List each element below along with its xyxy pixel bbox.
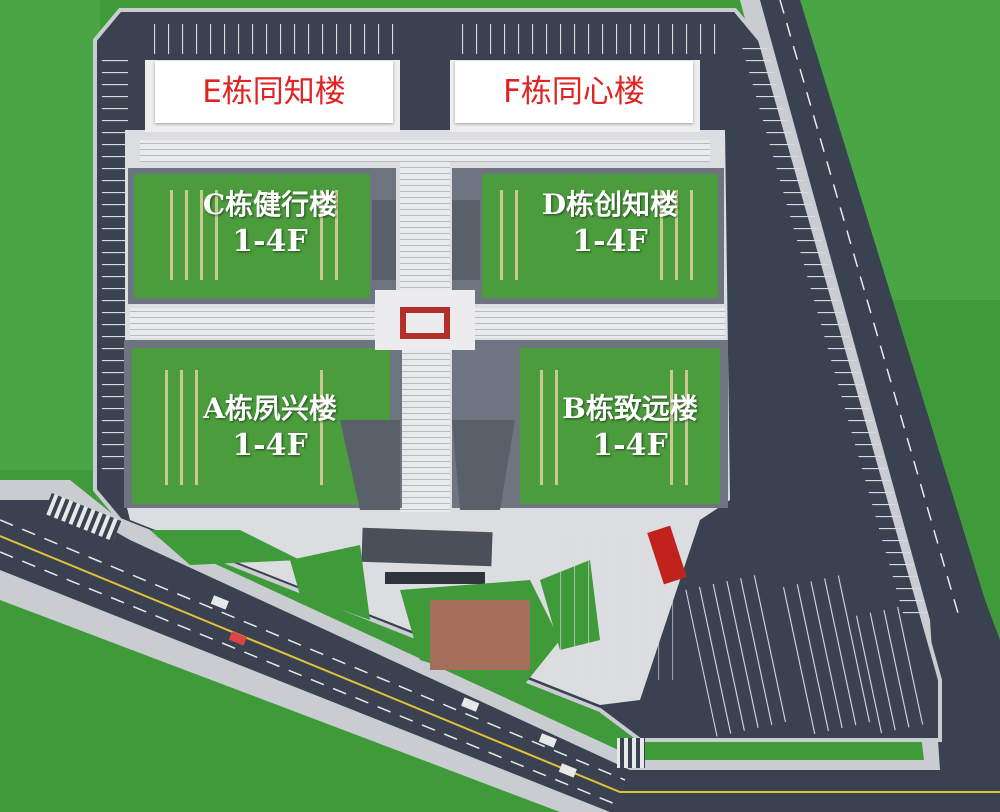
- parking-top-left: [150, 24, 400, 54]
- building-b-floors: 1-4F: [592, 428, 668, 463]
- building-b-name: B栋致远楼: [562, 392, 698, 425]
- building-a-label: A栋夙兴楼 1-4F: [170, 392, 370, 464]
- building-d-floors: 1-4F: [572, 224, 648, 259]
- banner-e: E栋同知楼: [155, 61, 393, 123]
- parking-lot-east-3: [848, 605, 932, 735]
- main-road-center-line: [0, 535, 1000, 793]
- roof-skylights: [165, 190, 693, 485]
- car-1: [210, 595, 229, 610]
- car-4: [538, 733, 557, 748]
- entrance-step: [385, 572, 485, 584]
- parking-lot-east-2: [775, 574, 875, 736]
- right-road-line: [779, 0, 961, 621]
- car-2: [228, 631, 247, 646]
- building-c-label: C栋健行楼 1-4F: [170, 188, 370, 260]
- main-road-lane-line: [0, 519, 626, 781]
- main-road-lane-line-2: [0, 551, 616, 805]
- building-c-name: C栋健行楼: [202, 188, 338, 221]
- red-vehicle: [647, 525, 687, 585]
- parking-top-right: [460, 24, 720, 54]
- parking-lot-east-1: [685, 573, 795, 737]
- walkway-top: [140, 140, 710, 162]
- right-road: [760, 0, 1000, 770]
- red-courtyard: [430, 600, 530, 670]
- building-a-roof: [124, 340, 402, 510]
- front-lawn-left: [150, 530, 300, 565]
- building-a-floors: 1-4F: [232, 428, 308, 463]
- car-5: [558, 763, 577, 778]
- central-seating: [400, 307, 450, 339]
- building-d-label: D栋创知楼 1-4F: [510, 188, 710, 260]
- building-c-floors: 1-4F: [232, 224, 308, 259]
- parking-right-diagonal: [740, 40, 930, 620]
- crosswalk: [43, 492, 122, 542]
- grass-top-left: [0, 0, 100, 470]
- building-d-roof: [452, 168, 724, 304]
- building-b-label: B栋致远楼 1-4F: [530, 392, 730, 464]
- central-square: [375, 290, 475, 350]
- parking-left-column: [102, 60, 128, 480]
- car-3: [461, 697, 480, 712]
- front-lawn-mid: [290, 545, 370, 620]
- banner-f: F栋同心楼: [455, 61, 693, 123]
- entrance-pavilion: [361, 527, 493, 567]
- building-d-name: D栋创知楼: [541, 188, 679, 221]
- building-a-name: A栋夙兴楼: [203, 392, 337, 425]
- crosswalk-2: [617, 738, 645, 768]
